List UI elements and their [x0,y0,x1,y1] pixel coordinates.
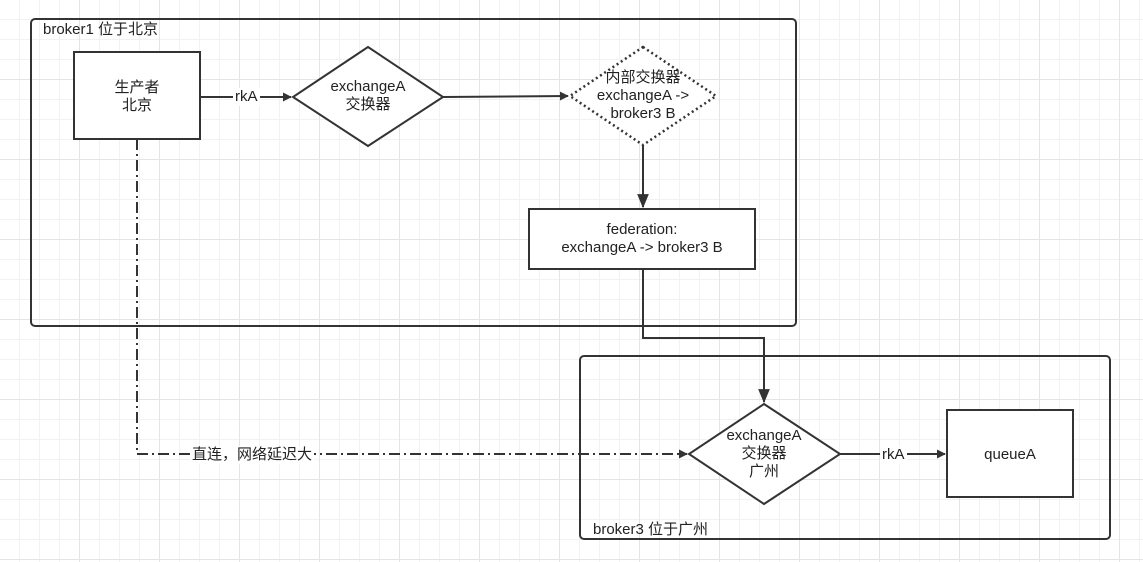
internal-exchange-line2: exchangeA -> [596,87,690,104]
broker3-label: broker3 位于广州 [593,521,709,538]
exchange-a-beijing-line2: 交换器 [345,96,391,113]
exchange-a-beijing-diamond[interactable] [291,45,445,148]
internal-exchange-diamond[interactable] [567,45,719,147]
internal-exchange-line3: broker3 B [610,105,676,122]
exchange-a-guangzhou-line3: 广州 [748,463,779,480]
federation-node[interactable] [528,208,756,270]
edge-label-rka-beijing: rkA [233,88,260,106]
edge-label-direct-link: 直连，网络延迟大 [190,446,315,464]
exchange-a-guangzhou-line1: exchangeA [726,427,802,444]
exchange-a-guangzhou-line2: 交换器 [741,445,787,462]
edge-label-rka-guangzhou: rkA [880,446,907,464]
producer-node[interactable] [73,51,201,140]
producer-label-line2: 北京 [121,97,153,114]
broker1-label: broker1 位于北京 [43,21,159,38]
federation-line1: federation: [606,221,678,238]
edge-federation-to-guangzhou-exchange [642,269,770,404]
exchange-a-beijing-label: exchangeA 交换器 [330,78,405,114]
broker1-container[interactable] [30,18,797,327]
queue-a-node[interactable] [946,409,1074,498]
internal-exchange-label: 内部交换器 exchangeA -> broker3 B [597,69,689,123]
exchange-a-guangzhou-label: exchangeA 交换器 广州 [726,427,801,481]
internal-exchange-line1: 内部交换器 [605,69,681,86]
edge-direct-link [136,139,688,459]
producer-label-line1: 生产者 [114,79,160,96]
edge-exchange-to-internal [442,91,569,101]
broker3-container[interactable] [579,355,1111,540]
federation-label: federation: exchangeA -> broker3 B [561,221,722,257]
producer-label: 生产者 北京 [114,79,159,115]
exchange-a-beijing-line1: exchangeA [330,78,406,95]
exchange-a-guangzhou-diamond[interactable] [687,402,842,506]
queue-a-label: queueA [984,446,1036,463]
federation-line2: exchangeA -> broker3 B [561,239,723,256]
